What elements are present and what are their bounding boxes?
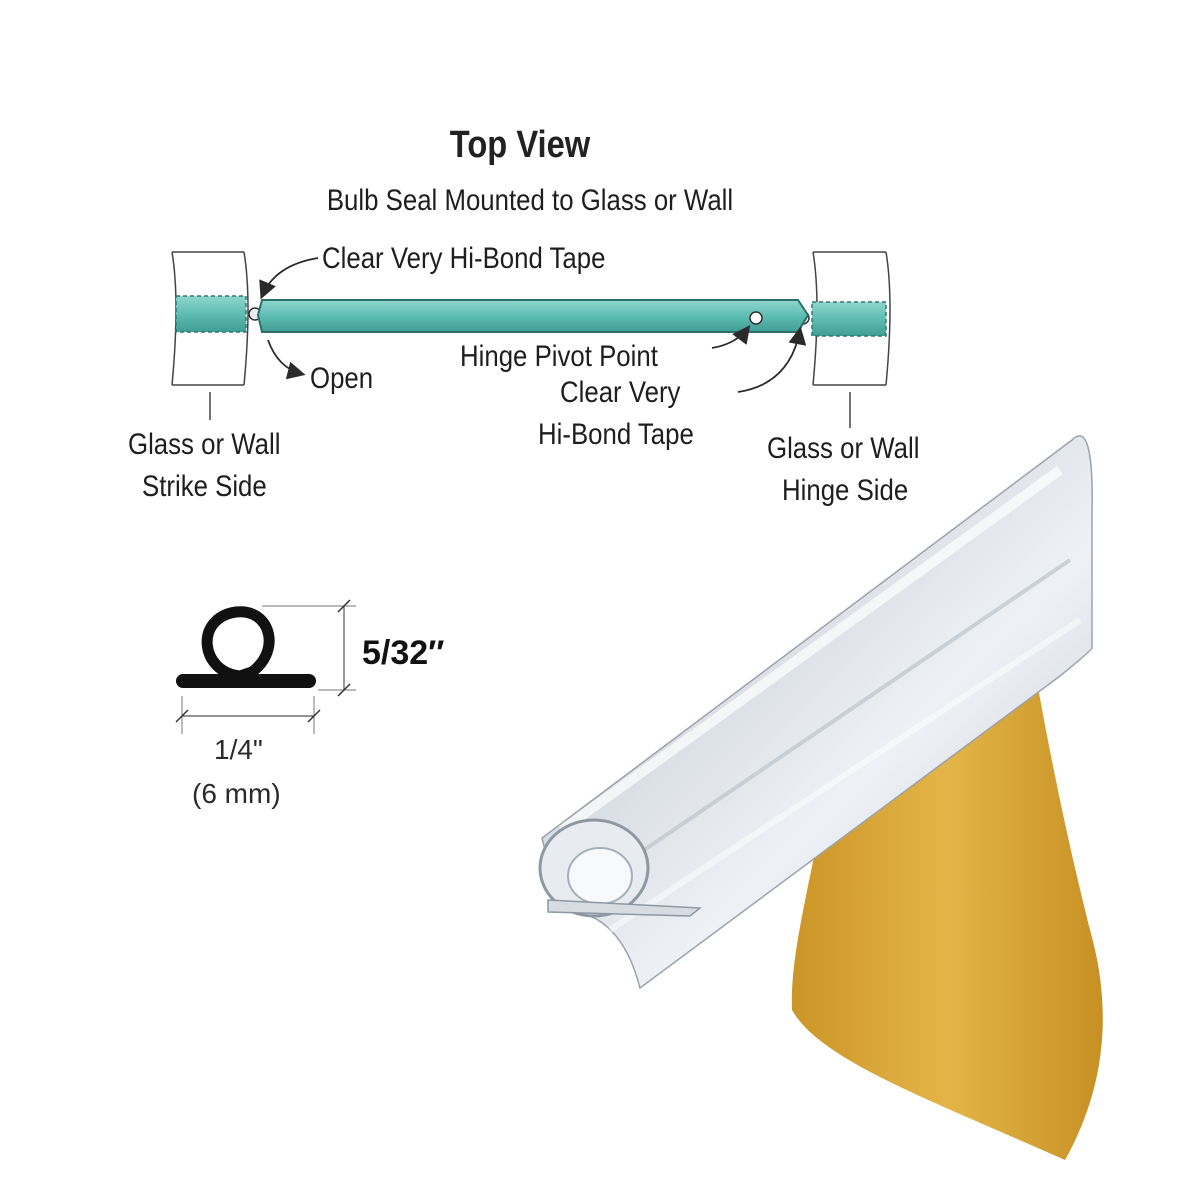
adhesive-tape-strip	[791, 630, 1103, 1160]
tape-right-leader-arrow	[737, 326, 807, 393]
callout-hinge-pivot-point: Hinge Pivot Point	[460, 340, 658, 373]
profile-height-label: 5/32″	[362, 634, 445, 672]
glass-door-bar	[256, 299, 810, 333]
diagram-subtitle: Bulb Seal Mounted to Glass or Wall	[326, 184, 734, 217]
diagram-title: Top View	[449, 124, 591, 166]
callout-strike-side-line2: Strike Side	[142, 470, 267, 503]
callout-tape-right-line1: Clear Very	[560, 376, 681, 409]
height-dimension	[262, 599, 356, 697]
tape-top-leader-arrow	[259, 257, 319, 300]
profile-width-label: 1/4"	[214, 734, 263, 765]
callout-open: Open	[310, 362, 374, 395]
callout-hinge-side-line1: Glass or Wall	[767, 432, 920, 465]
hinge-side-panel	[811, 251, 891, 386]
hinge-pivot-point-marker	[749, 311, 763, 325]
width-dimension	[175, 696, 321, 734]
callout-hinge-side-line2: Hinge Side	[782, 474, 909, 507]
profile-width-metric: (6 mm)	[192, 778, 281, 809]
pivot-leader-arrow	[711, 325, 751, 349]
bulb-seal-product	[538, 435, 1093, 990]
strike-side-panel	[171, 251, 249, 386]
callout-tape-right-line2: Hi-Bond Tape	[538, 418, 694, 451]
callout-strike-side-line1: Glass or Wall	[128, 428, 281, 461]
open-leader-arrow	[267, 339, 306, 380]
seal-profile-section	[176, 606, 316, 688]
callout-tape-top: Clear Very Hi-Bond Tape	[322, 242, 606, 275]
